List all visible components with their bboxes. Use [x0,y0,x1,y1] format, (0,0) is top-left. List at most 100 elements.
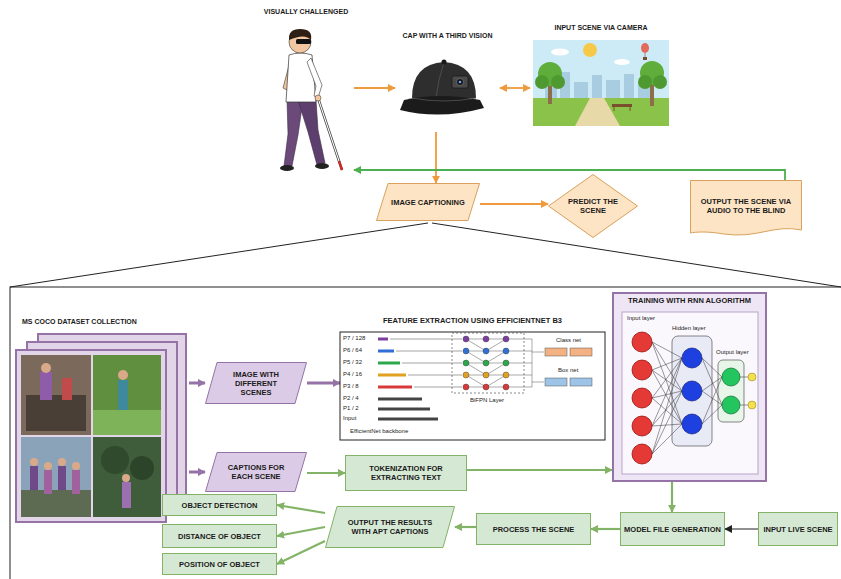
bifpn-out [509,387,532,388]
weight-line [652,424,682,426]
output-parallelogram: OUTPUT THE RESULTS WITH APT CAPTIONS [325,506,455,548]
input-neuron [632,444,652,464]
node-text: OUTPUT THE RESULTS WITH APT CAPTIONS [340,518,440,536]
flow-arrow [354,170,785,180]
cane [318,98,342,170]
bifpn-node [463,336,469,342]
zoom-line [10,223,428,287]
sky [533,40,669,126]
illustration-group [533,40,669,126]
bifpn-node [483,360,489,366]
node-text: TOKENIZATION FOR EXTRACTING TEXT [349,464,463,482]
class-net [545,348,567,356]
sunglasses [296,39,311,44]
bifpn-node [483,348,489,354]
node-text: FEATURE EXTRACTION USING EFFICIENTNET B3 [340,316,605,325]
camera-lens [457,79,464,86]
figure-label: Input [343,415,356,422]
hand [315,95,321,101]
tree [551,75,565,89]
text-area: VISUALLY CHALLENGED [258,8,354,180]
feature-bar [378,374,406,377]
data-parallelogram: CAPTIONS FOR EACH SCENE [205,452,307,492]
hair [289,29,311,40]
process-box: MODEL FILE GENERATION [620,512,725,546]
weight-line [702,377,722,424]
node-text: VISUALLY CHALLENGED [258,8,354,16]
figure-label: BiFPN Layer [470,397,504,404]
feature-bar [378,362,400,365]
weight-line [702,358,722,405]
flow-arrow [455,526,476,528]
input-neuron [632,416,652,436]
photo-detail [30,466,38,490]
node-text: MODEL FILE GENERATION [624,525,721,534]
bifpn-link [486,363,506,375]
text-area: MODEL FILE GENERATION [624,514,721,544]
image-frame [16,350,166,522]
parallelogram-outline [206,453,307,492]
hidden-neuron [682,348,702,368]
figure-label: P3 / 8 [343,383,359,390]
illustration-group [622,312,758,474]
text-area: OUTPUT THE SCENE VIA AUDIO TO THE BLIND [695,183,797,229]
hidden-panel [672,336,712,446]
bifpn-node [483,336,489,342]
illustration [340,316,605,442]
flow-arrow [189,471,205,474]
bifpn-node [483,384,489,390]
tree [535,75,549,89]
node-text: IMAGE CAPTIONING [391,198,465,207]
photo-detail [58,466,66,490]
weight-line [652,424,682,454]
document-shape: OUTPUT THE SCENE VIA AUDIO TO THE BLIND [690,180,802,238]
figure-label: P4 / 16 [343,371,362,378]
flow-arrow [277,527,325,536]
hidden-neuron [682,414,702,434]
illustration [530,24,672,128]
photo-detail [62,378,72,400]
feature-bar [378,350,394,353]
feature-bar [378,338,388,341]
bifpn-link [466,363,486,375]
hidden-neuron [682,381,702,401]
flow-arrow [591,528,620,530]
photo-detail [21,490,91,517]
node-text: IMAGE WITH DIFFERENT SCENES [220,370,292,397]
cane-tip [339,161,342,170]
bifpn-node [463,360,469,366]
data-parallelogram: IMAGE WITH DIFFERENT SCENES [205,362,307,404]
text-area: PREDICT THE SCENE [567,180,619,232]
flow-arrow [354,87,395,89]
figure-label: Output layer [716,349,749,356]
feature-bar [378,408,430,411]
parallelogram-outline [206,363,307,404]
shoe [315,163,329,169]
text-area: PROCESS THE SCENE [480,515,587,543]
photo-detail [130,456,154,480]
cap-illustration: CAP WITH A THIRD VISION [395,32,500,132]
cap-button [442,60,447,65]
network-figure: FEATURE EXTRACTION USING EFFICIENTNET B3 [340,316,605,442]
photo [93,437,161,517]
node-text: INPUT SCENE VIA CAMERA [530,24,672,32]
weight-line [652,391,682,454]
output-value [748,373,756,381]
photo-detail [72,470,80,494]
node-text: MS COCO DATASET COLLECTION [22,318,189,326]
text-area: IMAGE CAPTIONING [391,186,465,218]
cap-dome [412,62,476,98]
feature-link [402,363,462,364]
building [574,82,588,100]
photo-detail [41,363,51,373]
bifpn-out [532,352,544,353]
parallelogram-outline [377,184,480,221]
weight-line [702,405,722,424]
bench-leg [614,107,615,111]
bench [612,104,632,107]
flow-arrow [307,382,340,385]
process-box: TOKENIZATION FOR EXTRACTING TEXT [345,455,467,491]
person-figure: VISUALLY CHALLENGED [258,8,354,180]
cloud [614,59,630,65]
weight-line [702,358,722,377]
